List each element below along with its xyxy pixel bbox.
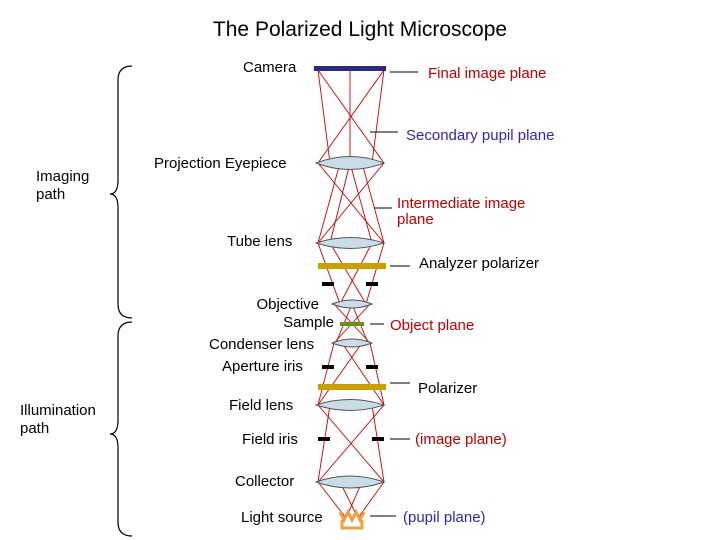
page-title: The Polarized Light Microscope xyxy=(212,18,508,41)
collector-label: Collector xyxy=(235,473,295,490)
camera-label: Camera xyxy=(243,59,297,76)
field-lens-label: Field lens xyxy=(229,397,294,414)
ray-segment xyxy=(317,162,385,244)
objective-label: Objective xyxy=(256,296,319,313)
ray-segment xyxy=(317,342,363,406)
final-image-plane-label: Final image plane xyxy=(428,65,547,82)
tube-lens xyxy=(314,237,386,249)
ray-segment xyxy=(317,242,341,305)
camera-sensor xyxy=(314,66,386,71)
light-source-lamp xyxy=(338,508,366,530)
illumination-path-brace xyxy=(109,321,133,537)
imaging-path-brace xyxy=(109,65,133,319)
ray-segment xyxy=(329,242,367,305)
ray-segment xyxy=(317,404,331,483)
object-plane-label: Object plane xyxy=(390,317,475,334)
ray-segment xyxy=(317,162,341,244)
collector-lens xyxy=(314,475,386,489)
aperture-iris-left xyxy=(322,365,334,369)
field-iris-left xyxy=(318,437,330,441)
leader-lines xyxy=(370,71,418,517)
projection-eyepiece-lens xyxy=(314,156,386,170)
illumination-path-label: Illumination path xyxy=(20,402,96,437)
objective-lens xyxy=(330,299,374,309)
ray-segment xyxy=(361,162,385,244)
imaging-path-label: Imaging path xyxy=(36,168,90,203)
ray-segment xyxy=(339,242,373,305)
polarizer-label: Polarizer xyxy=(418,380,478,397)
light-source-label: Light source xyxy=(241,509,323,526)
analyzer-stop-left xyxy=(322,282,334,286)
aperture-iris-label: Aperture iris xyxy=(222,358,303,375)
field-lens xyxy=(314,399,386,411)
secondary-pupil-plane-label: Secondary pupil plane xyxy=(406,127,555,144)
sample-slide xyxy=(340,322,364,326)
ray-segment xyxy=(317,404,385,483)
analyzer-polarizer-plate xyxy=(318,263,386,269)
light-rays xyxy=(317,69,385,519)
field-iris-label: Field iris xyxy=(242,431,298,448)
ray-segment xyxy=(329,162,351,244)
ray-segment xyxy=(317,342,335,406)
ray-segment xyxy=(349,162,373,244)
ray-segment xyxy=(371,69,385,164)
intermediate-image-plane-label: Intermediate image plane xyxy=(397,195,526,228)
image-plane-label: (image plane) xyxy=(415,431,507,448)
ray-segment xyxy=(371,404,385,483)
ray-segment xyxy=(341,342,385,406)
condenser-lens xyxy=(330,338,374,348)
sample-label: Sample xyxy=(283,314,334,331)
ray-segment xyxy=(369,342,385,406)
polarizer-plate xyxy=(318,384,386,390)
projection-eyepiece-label: Projection Eyepiece xyxy=(154,155,287,172)
ray-segment xyxy=(317,69,385,164)
analyzer-stop-right xyxy=(366,282,378,286)
condenser-lens-label: Condenser lens xyxy=(209,336,315,353)
aperture-iris-right xyxy=(366,365,378,369)
ray-segment xyxy=(365,242,385,305)
tube-lens-label: Tube lens xyxy=(227,233,293,250)
ray-segment xyxy=(317,69,331,164)
field-iris-right xyxy=(372,437,384,441)
pupil-plane-label: (pupil plane) xyxy=(403,509,486,526)
analyzer-polarizer-label: Analyzer polarizer xyxy=(419,255,540,272)
